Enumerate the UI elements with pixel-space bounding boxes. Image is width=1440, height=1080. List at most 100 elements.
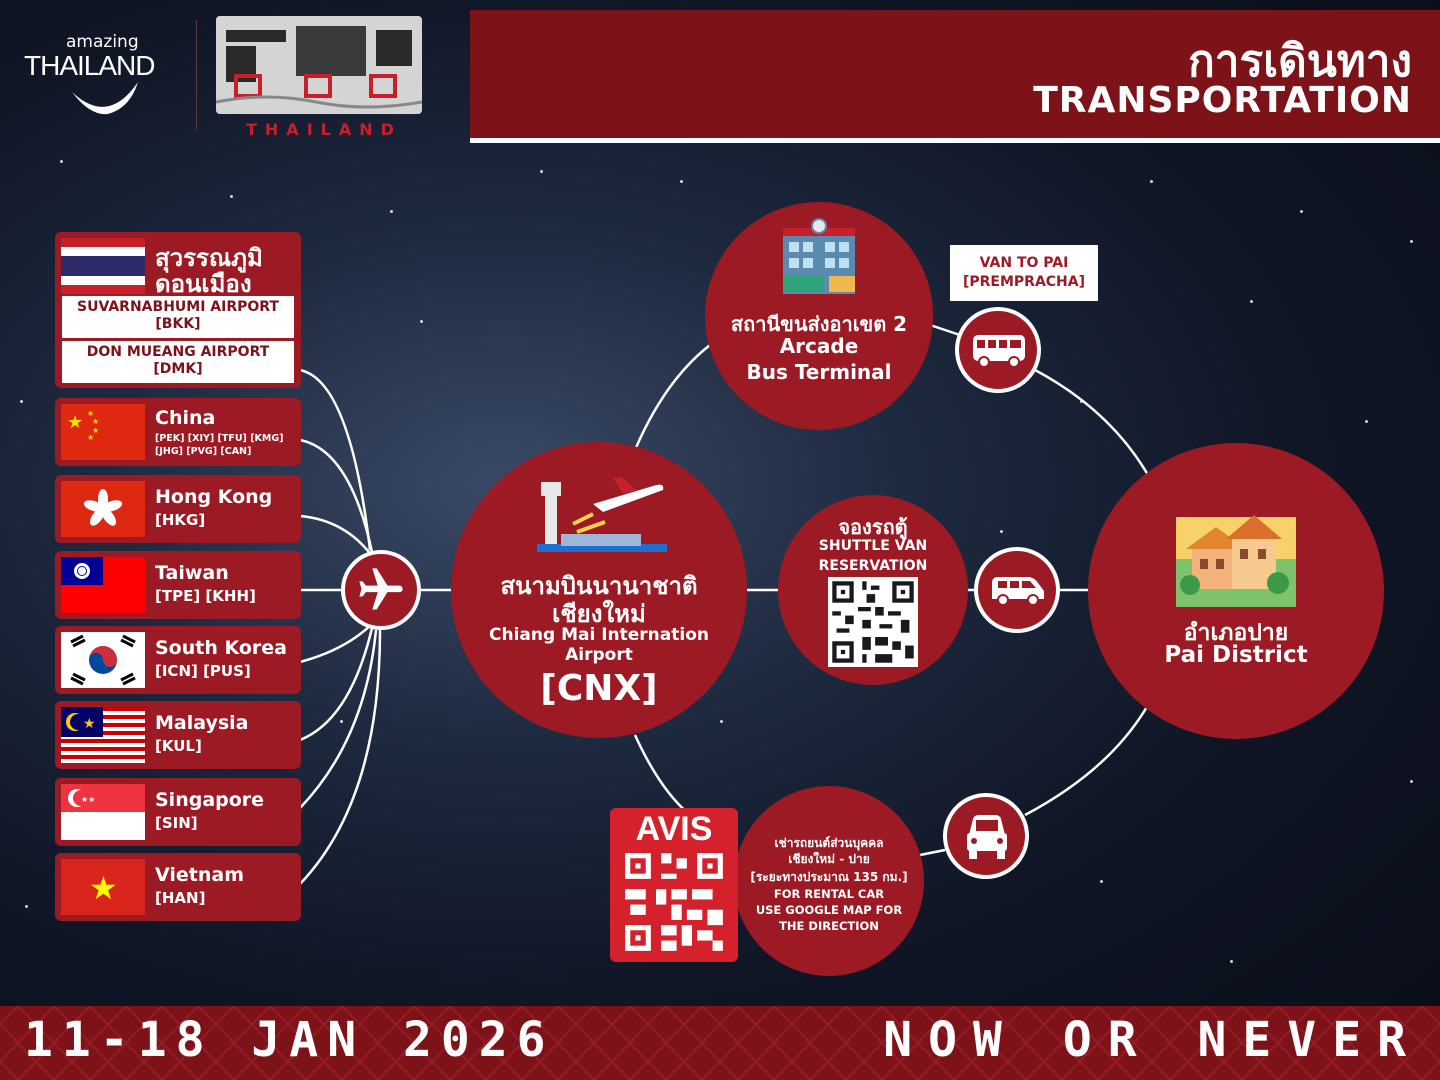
svg-text:★: ★ bbox=[87, 433, 94, 442]
shuttle-title-th: จองรถตู้ bbox=[838, 515, 908, 539]
origin-card-taiwan: Taiwan [TPE] [KHH] bbox=[55, 551, 301, 619]
origin-card-thailand: สุวรรณภูมิ ดอนเมือง SUVARNABHUMI AIRPORT… bbox=[55, 232, 301, 388]
van-label-line1: VAN TO PAI bbox=[979, 255, 1069, 271]
svg-text:★: ★ bbox=[87, 409, 94, 418]
car-icon bbox=[967, 815, 1007, 859]
van-route-node bbox=[974, 547, 1060, 633]
van-label-line2: [PREMPRACHA] bbox=[962, 274, 1086, 290]
airport-box-bkk: SUVARNABHUMI AIRPORT [BKK] bbox=[62, 296, 294, 338]
van-icon bbox=[992, 577, 1044, 606]
rental-en-line3: THE DIRECTION bbox=[779, 919, 879, 933]
plane-hub bbox=[341, 550, 421, 630]
thailand-logo-text: THAILAND bbox=[24, 50, 155, 81]
origin-card-china: ★ ★ ★ ★ ★ China [PEK] [XIY] [TFU] [KMG] … bbox=[55, 398, 301, 466]
country-name: China bbox=[155, 407, 216, 429]
airport-codes: [JHG] [PVG] [CAN] bbox=[155, 446, 252, 457]
country-name: Vietnam bbox=[155, 864, 244, 886]
hong-kong-flag-icon bbox=[61, 481, 145, 537]
airport-code: [DMK] bbox=[153, 361, 203, 377]
airport-code: [BKK] bbox=[155, 316, 201, 332]
bus-terminal-node: สถานีขนส่งอาเขต 2 Arcade Bus Terminal bbox=[705, 202, 933, 430]
van-to-pai-label: VAN TO PAI [PREMPRACHA] bbox=[950, 245, 1098, 301]
thailand-airports-th-1: สุวรรณภูมิ bbox=[155, 244, 263, 272]
airport-codes: [PEK] [XIY] [TFU] [KMG] bbox=[155, 433, 284, 444]
event-dates: 11-18 JAN 2026 bbox=[24, 1012, 555, 1068]
footer-pattern bbox=[0, 1006, 1440, 1080]
rental-th-line3: [ระยะทางประมาณ 135 กม.] bbox=[750, 870, 908, 884]
airport-codes: [ICN] [PUS] bbox=[155, 662, 251, 680]
cnx-name-th-2: เชียงใหม่ bbox=[552, 600, 646, 628]
car-route-node bbox=[943, 793, 1029, 879]
page-title: TRANSPORTATION bbox=[1033, 80, 1412, 121]
origin-card-hong-kong: Hong Kong [HKG] bbox=[55, 475, 301, 543]
rental-en-line2: USE GOOGLE MAP FOR bbox=[755, 903, 903, 917]
country-name: South Korea bbox=[155, 637, 288, 659]
rental-th-line1: เช่ารถยนต์ส่วนบุคคล bbox=[774, 836, 884, 850]
airport-codes: [HKG] bbox=[155, 511, 206, 529]
airport-codes: [KUL] bbox=[155, 737, 202, 755]
svg-text:★: ★ bbox=[92, 426, 99, 435]
avis-card: AVIS bbox=[610, 808, 738, 962]
shuttle-qr-code[interactable] bbox=[828, 577, 918, 667]
cnx-name-en-2: Airport bbox=[565, 645, 633, 665]
origin-card-south-korea: South Korea [ICN] [PUS] bbox=[55, 626, 301, 694]
bus-terminal-name-th: สถานีขนส่งอาเขต 2 bbox=[730, 312, 908, 336]
rental-en-line1: FOR RENTAL CAR bbox=[773, 887, 885, 901]
rental-car-node: เช่ารถยนต์ส่วนบุคคล เชียงใหม่ - ปาย [ระย… bbox=[734, 786, 924, 976]
shuttle-reservation-node: จองรถตู้ SHUTTLE VAN RESERVATION bbox=[778, 495, 968, 685]
amazing-logo-text: amazing bbox=[66, 32, 139, 52]
building-icon bbox=[783, 218, 855, 294]
vietnam-flag-icon: ★ bbox=[61, 859, 145, 915]
cnx-code: [CNX] bbox=[540, 668, 658, 709]
shuttle-line1: SHUTTLE VAN bbox=[818, 538, 928, 554]
cnx-airport-node: สนามบินนานาชาติ เชียงใหม่ Chiang Mai Int… bbox=[451, 442, 747, 738]
origin-card-vietnam: ★ Vietnam [HAN] bbox=[55, 853, 301, 921]
svg-text:★: ★ bbox=[67, 412, 83, 433]
bus-route-node bbox=[955, 307, 1041, 393]
country-name: Malaysia bbox=[155, 712, 249, 734]
logo-divider bbox=[196, 20, 197, 130]
svg-text:★: ★ bbox=[89, 869, 118, 907]
event-logo-subtitle: THAILAND bbox=[246, 120, 402, 139]
thailand-flag-icon bbox=[61, 238, 145, 294]
cnx-name-en-1: Chiang Mai Internation bbox=[489, 625, 709, 645]
airport-codes: [HAN] bbox=[155, 889, 206, 907]
pai-district-node: อำเภอปาย Pai District bbox=[1088, 443, 1384, 739]
svg-text:★★: ★★ bbox=[81, 795, 95, 804]
event-logo bbox=[216, 16, 422, 114]
china-flag-icon: ★ ★ ★ ★ ★ bbox=[61, 404, 145, 460]
svg-text:★: ★ bbox=[83, 716, 96, 732]
avis-logo: AVIS bbox=[635, 810, 713, 848]
thailand-airports-th-2: ดอนเมือง bbox=[155, 270, 252, 298]
airport-name: DON MUEANG AIRPORT bbox=[86, 344, 270, 360]
rental-th-line2: เชียงใหม่ - ปาย bbox=[788, 852, 870, 866]
country-name: Singapore bbox=[155, 789, 265, 811]
airport-name: SUVARNABHUMI AIRPORT bbox=[77, 299, 279, 315]
origin-card-singapore: ★★ Singapore [SIN] bbox=[55, 778, 301, 846]
airport-icon bbox=[537, 477, 667, 552]
malaysia-flag-icon: ★ bbox=[61, 707, 145, 763]
plane-icon bbox=[359, 568, 403, 610]
origin-card-malaysia: ★ Malaysia [KUL] bbox=[55, 701, 301, 769]
village-icon bbox=[1176, 515, 1296, 607]
page-title-thai: การเดินทาง bbox=[1188, 36, 1412, 87]
airport-codes: [TPE] [KHH] bbox=[155, 587, 256, 605]
country-name: Hong Kong bbox=[155, 486, 273, 508]
pai-name-en: Pai District bbox=[1164, 642, 1308, 668]
smile-swoosh-icon bbox=[72, 82, 138, 115]
bus-terminal-name-en-2: Bus Terminal bbox=[746, 360, 892, 384]
header-banner bbox=[470, 10, 1440, 143]
bus-terminal-name-en-1: Arcade bbox=[779, 334, 859, 358]
pai-name-th: อำเภอปาย bbox=[1183, 620, 1289, 646]
taiwan-flag-icon bbox=[61, 557, 145, 613]
avis-qr-code[interactable] bbox=[620, 848, 728, 956]
event-slogan: NOW OR NEVER bbox=[883, 1012, 1422, 1068]
shuttle-line2: RESERVATION bbox=[818, 558, 928, 574]
country-name: Taiwan bbox=[155, 562, 229, 584]
singapore-flag-icon: ★★ bbox=[61, 784, 145, 840]
bus-icon bbox=[973, 335, 1025, 368]
airport-box-dmk: DON MUEANG AIRPORT [DMK] bbox=[62, 341, 294, 383]
south-korea-flag-icon bbox=[61, 632, 145, 688]
cnx-name-th-1: สนามบินนานาชาติ bbox=[500, 572, 698, 600]
airport-codes: [SIN] bbox=[155, 814, 198, 832]
